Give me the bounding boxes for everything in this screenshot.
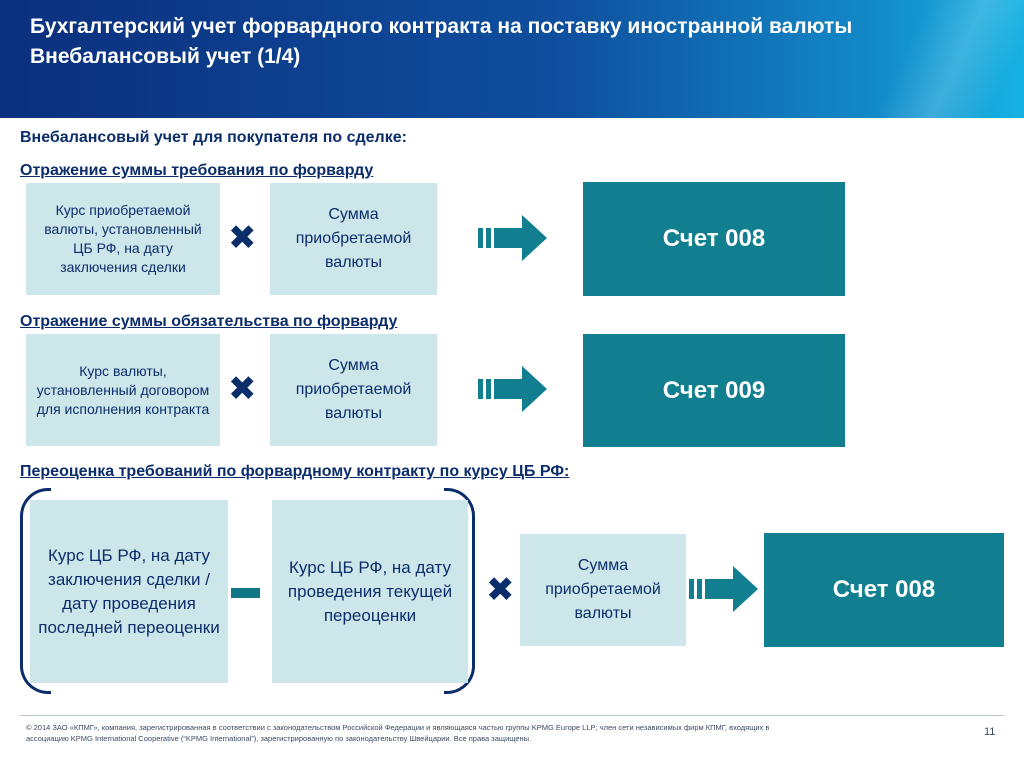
block3-account-box: Счет 008: [764, 533, 1004, 647]
section-title: Внебалансовый учет для покупателя по сде…: [20, 129, 407, 146]
multiply-icon: ✖: [228, 370, 257, 408]
footer-copyright: © 2014 ЗАО «КПМГ», компания, зарегистрир…: [26, 723, 770, 743]
slide-title-main: Бухгалтерский учет форвардного контракта…: [30, 15, 853, 38]
footer-divider: [20, 715, 1004, 716]
block3-amount-box: Сумма приобретаемой валюты: [520, 534, 686, 646]
right-arrow-icon: [478, 366, 547, 412]
multiply-icon: ✖: [486, 571, 515, 609]
block1-heading: Отражение суммы требования по форварду: [20, 162, 374, 179]
slide-title-sub: Внебалансовый учет (1/4): [30, 45, 301, 68]
block1-account-box: Счет 008: [583, 182, 845, 296]
block3-current-rate-box: Курс ЦБ РФ, на дату проведения текущей п…: [272, 500, 468, 683]
block2-account-box: Счет 009: [583, 334, 845, 447]
block2-amount-box: Сумма приобретаемой валюты: [270, 334, 437, 446]
block1-rate-box: Курс приобретаемой валюты, установленный…: [26, 183, 220, 295]
header-banner: Бухгалтерский учет форвардного контракта…: [0, 0, 1024, 118]
minus-icon: [231, 588, 260, 598]
slide-title: Бухгалтерский учет форвардного контракта…: [30, 12, 970, 72]
right-arrow-icon: [689, 566, 758, 612]
block3-heading: Переоценка требований по форвардному кон…: [20, 463, 570, 480]
block3-old-rate-box: Курс ЦБ РФ, на дату заключения сделки / …: [30, 500, 228, 683]
right-arrow-icon: [478, 215, 547, 261]
block1-amount-box: Сумма приобретаемой валюты: [270, 183, 437, 295]
page-number: 11: [984, 726, 996, 738]
multiply-icon: ✖: [228, 219, 257, 257]
block2-rate-box: Курс валюты, установленный договором для…: [26, 334, 220, 446]
block2-heading: Отражение суммы обязательства по форвард…: [20, 313, 398, 330]
header-gloss: [804, 0, 1024, 118]
